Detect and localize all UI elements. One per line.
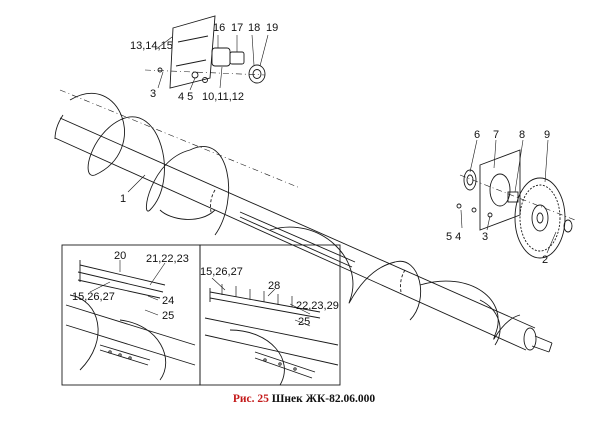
callout-5-4-right: 5 4	[446, 231, 461, 243]
callout-22-23-29: 22,23,29	[296, 300, 339, 312]
figure-caption: Рис. 25 Шнек ЖК-82.06.000	[0, 393, 608, 405]
callout-3-right: 3	[482, 231, 488, 243]
callout-20: 20	[114, 250, 126, 262]
callout-1: 1	[120, 193, 126, 205]
callout-18: 18	[248, 22, 260, 34]
callout-10-11-12: 10,11,12	[202, 91, 244, 103]
drive-assembly	[456, 149, 573, 259]
leader-lines	[89, 34, 557, 327]
figure-number: Рис. 25	[232, 393, 269, 405]
right-inset-drawing	[204, 284, 339, 386]
detail-box-right	[199, 244, 341, 386]
callout-17: 17	[231, 22, 243, 34]
callout-15-26-27-right: 15,26,27	[200, 266, 243, 278]
callout-labels: 1 2 3 3 4 5 5 4 6 7 8 9 10,11,12 13,14,1…	[72, 22, 550, 328]
callout-28: 28	[268, 280, 280, 292]
auger-flights	[69, 93, 521, 346]
knife-blade	[239, 211, 356, 268]
callout-21-22-23: 21,22,23	[146, 253, 189, 265]
callout-19: 19	[266, 22, 278, 34]
figure-title: Шнек ЖК-82.06.000	[271, 393, 376, 405]
left-inset-drawing	[65, 260, 196, 381]
callout-2: 2	[542, 254, 548, 266]
callout-13-14-15: 13,14,15	[130, 40, 173, 52]
callout-16: 16	[213, 22, 225, 34]
callout-4-5-top: 4 5	[178, 91, 193, 103]
callout-8: 8	[519, 129, 525, 141]
callout-24: 24	[162, 295, 174, 307]
callout-25-left: 25	[162, 310, 174, 322]
callout-25-right: 25	[298, 316, 310, 328]
callout-7: 7	[493, 129, 499, 141]
auger-tube	[54, 114, 553, 353]
callout-15-26-27-left: 15,26,27	[72, 291, 115, 303]
callout-9: 9	[544, 129, 550, 141]
callout-6: 6	[474, 129, 480, 141]
callout-3-top: 3	[150, 88, 156, 100]
assembly-axes	[59, 69, 576, 221]
